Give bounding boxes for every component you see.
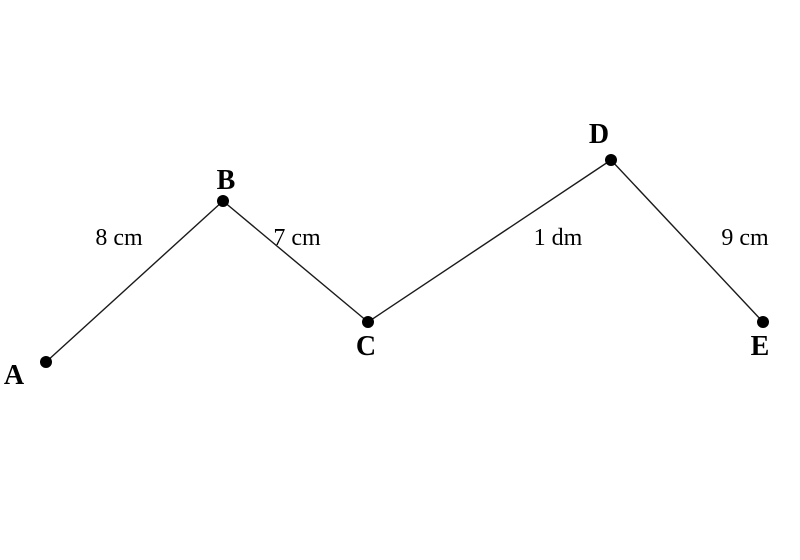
point-b <box>217 195 229 207</box>
point-label-d: D <box>589 119 609 150</box>
length-label-cd: 1 dm <box>534 225 583 251</box>
segment-bc <box>222 200 369 323</box>
point-label-c: C <box>356 331 376 362</box>
length-label-bc: 7 cm <box>273 225 321 251</box>
point-c <box>362 316 374 328</box>
point-label-a: A <box>4 360 25 391</box>
point-label-e: E <box>751 331 770 362</box>
length-label-ab: 8 cm <box>95 225 143 251</box>
point-d <box>605 154 617 166</box>
length-label-de: 9 cm <box>721 225 769 251</box>
point-label-b: B <box>217 165 236 196</box>
point-a <box>40 356 52 368</box>
segment-de <box>610 159 764 323</box>
segment-ab <box>45 200 224 363</box>
point-e <box>757 316 769 328</box>
segment-cd <box>367 159 612 323</box>
